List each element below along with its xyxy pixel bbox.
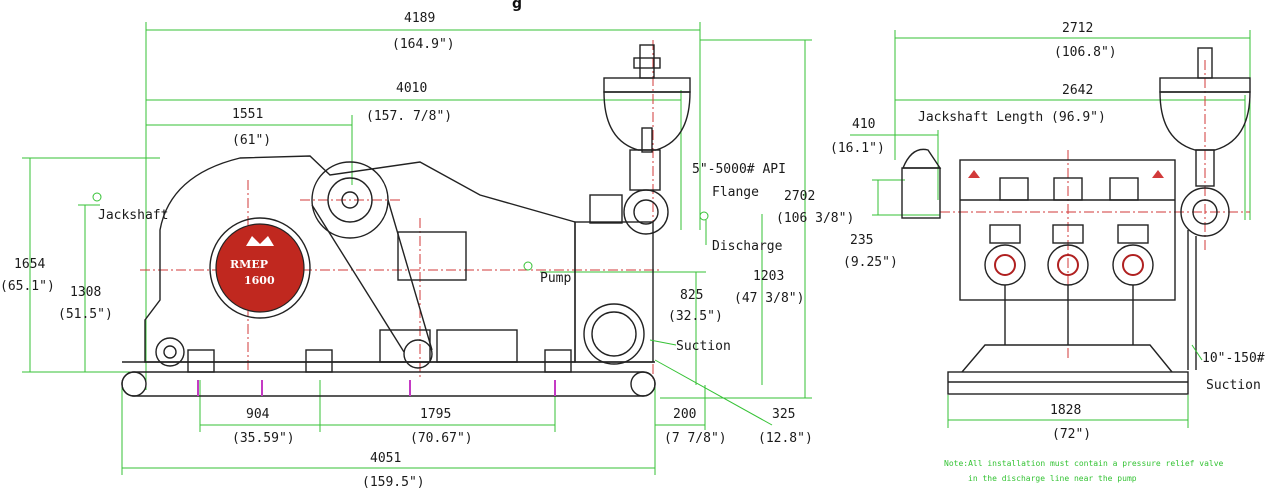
dim-325-inch: (12.8") [758, 431, 813, 446]
dim-2642-mm: 2642 [1062, 83, 1093, 98]
label-api-flange: 5"-5000# API [692, 162, 786, 177]
dim-235-inch: (9.25") [843, 255, 898, 270]
dim-1654-mm: 1654 [14, 257, 45, 272]
dim-904-inch: (35.59") [232, 431, 295, 446]
label-discharge: Discharge [712, 239, 783, 254]
skid-base [121, 371, 656, 397]
end-pulsation-dampener [1159, 91, 1251, 151]
logo-text-rmep: RMEP [230, 258, 268, 271]
dim-1203-inch: (47 3/8") [734, 291, 804, 306]
label-jackshaft-length: Jackshaft Length (96.9") [918, 110, 1106, 125]
dim-4189-inch: (164.9") [392, 37, 455, 52]
dim-2712-mm: 2712 [1062, 21, 1093, 36]
fluid-end [574, 221, 654, 363]
note-line-1: Note:All installation must contain a pre… [944, 459, 1224, 468]
end-skid-base [947, 371, 1189, 395]
discharge-flange [623, 189, 669, 235]
label-pump: Pump [540, 271, 571, 286]
label-jackshaft: Jackshaft [98, 208, 168, 223]
label-flange: Flange [712, 185, 759, 200]
end-discharge-flange [1180, 187, 1230, 237]
pulsation-dampener [603, 91, 691, 151]
cylinder-3 [1112, 244, 1154, 286]
dim-200-mm: 200 [673, 407, 696, 422]
dim-2702-mm: 2702 [784, 189, 815, 204]
dim-200-inch: (7 7/8") [664, 431, 727, 446]
power-frame [144, 155, 576, 363]
dim-325-mm: 325 [772, 407, 795, 422]
jackshaft-sheave [403, 339, 433, 369]
dim-904-mm: 904 [246, 407, 270, 422]
dim-4189-mm: 4189 [404, 11, 435, 26]
drawing-title: g [512, 0, 522, 12]
dim-825-mm: 825 [680, 288, 703, 303]
dim-2702-inch: (106 3/8") [776, 211, 854, 226]
inspection-cover [397, 231, 467, 281]
dim-1795-mm: 1795 [420, 407, 451, 422]
dim-4051-inch: (159.5") [362, 475, 425, 490]
dim-825-inch: (32.5") [668, 309, 723, 324]
label-suction: Suction [676, 339, 731, 354]
dim-410-inch: (16.1") [830, 141, 885, 156]
cylinder-1 [984, 244, 1026, 286]
dim-1203-mm: 1203 [753, 269, 784, 284]
logo-disc [215, 223, 305, 313]
dim-235-mm: 235 [850, 233, 873, 248]
dim-1551-mm: 1551 [232, 107, 263, 122]
logo-text-model: 1600 [244, 274, 275, 287]
label-end-suction: Suction [1206, 378, 1261, 393]
suction-manifold [583, 303, 645, 365]
dim-4051-mm: 4051 [370, 451, 401, 466]
dim-4010-mm: 4010 [396, 81, 427, 96]
dim-1828-mm: 1828 [1050, 403, 1081, 418]
crown-icon [246, 236, 274, 246]
note-line-2: in the discharge line near the pump [968, 474, 1137, 483]
dim-1828-inch: (72") [1052, 427, 1091, 442]
side-view: 4189 (164.9") 4010 (157. 7/8") 1551 (61"… [0, 11, 854, 490]
end-view: 2712 (106.8") 2642 Jackshaft Length (96.… [830, 21, 1265, 483]
dim-1795-inch: (70.67") [410, 431, 473, 446]
dim-410-mm: 410 [852, 117, 875, 132]
dim-4010-inch: (157. 7/8") [366, 109, 452, 124]
dim-1308-inch: (51.5") [58, 307, 113, 322]
label-suction-flange: 10"-150# [1202, 351, 1265, 366]
dim-2712-inch: (106.8") [1054, 45, 1117, 60]
jackshaft-housing [901, 167, 941, 219]
bull-gear-housing [209, 217, 311, 319]
dim-1551-inch: (61") [232, 133, 271, 148]
dim-1308-mm: 1308 [70, 285, 101, 300]
dim-1654-inch: (65.1") [0, 279, 55, 294]
